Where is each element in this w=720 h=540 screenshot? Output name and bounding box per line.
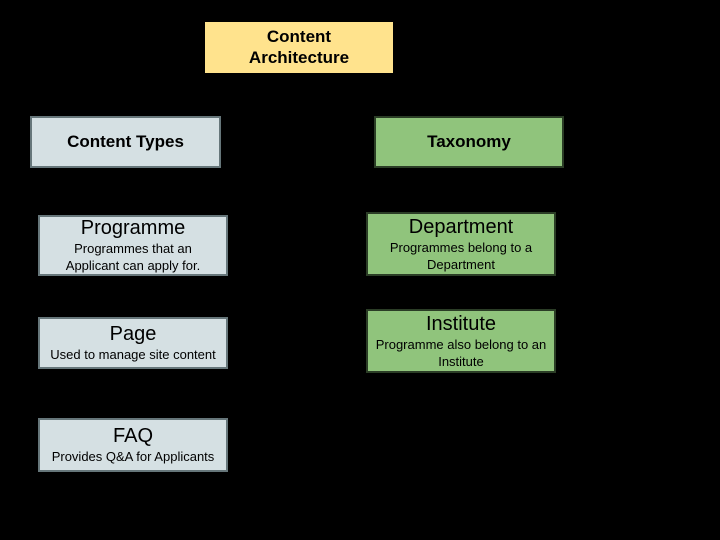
node-title: Department: [408, 215, 514, 238]
node-title: FAQ: [112, 425, 153, 448]
node-description: Provides Q&A for Applicants: [51, 449, 215, 465]
node-content-types: Content Types: [30, 116, 221, 168]
node-programme: Programme Programmes that an Applicant c…: [38, 215, 228, 276]
node-content-architecture: Content Architecture: [203, 20, 395, 75]
node-title: Programme: [80, 217, 186, 240]
node-title: Page: [109, 323, 157, 346]
node-title: Taxonomy: [427, 131, 511, 151]
node-title: Content Types: [67, 131, 184, 151]
node-description: Used to manage site content: [50, 347, 216, 363]
node-department: Department Programmes belong to a Depart…: [366, 212, 556, 276]
node-description: Programme also belong to an Institute: [375, 336, 547, 369]
node-faq: FAQ Provides Q&A for Applicants: [38, 418, 228, 472]
node-taxonomy: Taxonomy: [374, 116, 564, 168]
node-page: Page Used to manage site content: [38, 317, 228, 369]
node-institute: Institute Programme also belong to an In…: [366, 309, 556, 373]
node-description: Programmes that an Applicant can apply f…: [65, 241, 201, 273]
node-description: Programmes belong to a Department: [389, 239, 533, 272]
node-title: Content Architecture: [248, 27, 350, 67]
node-title: Institute: [425, 312, 497, 335]
